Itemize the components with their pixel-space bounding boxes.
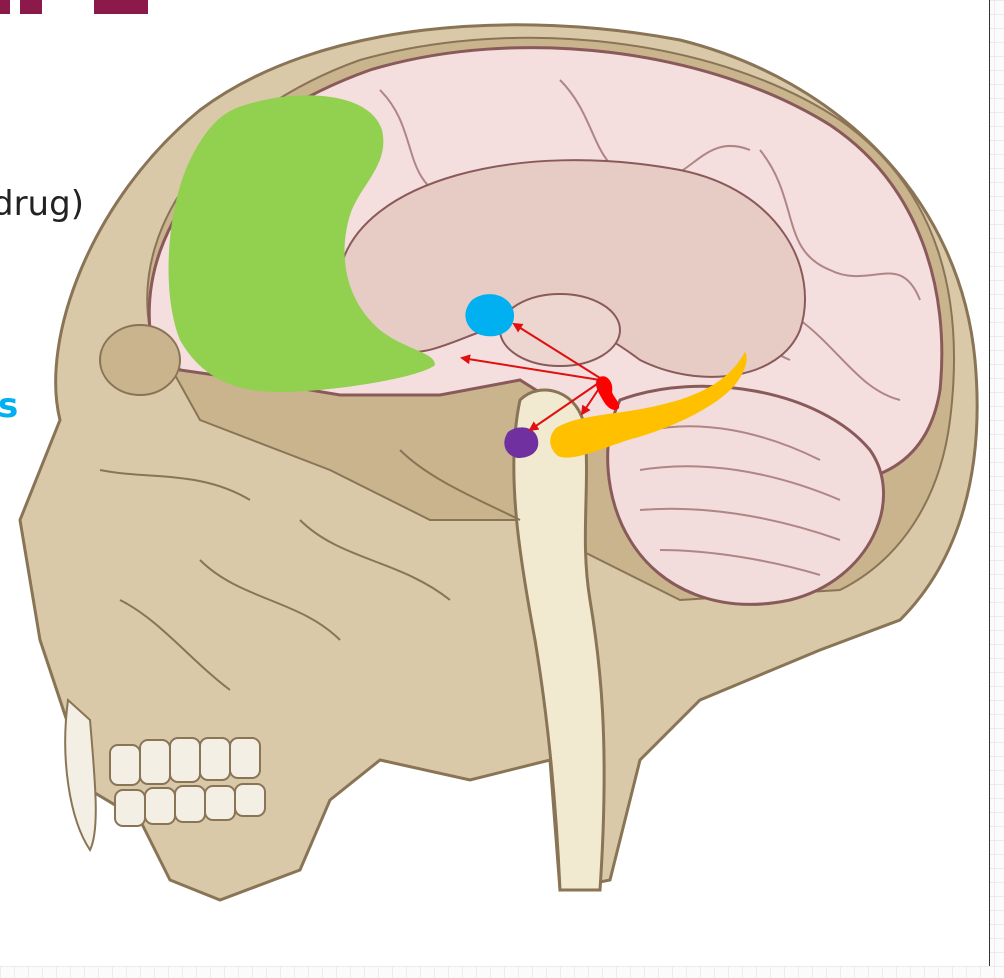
thalamus bbox=[500, 294, 620, 366]
purple-region bbox=[504, 427, 538, 458]
eye-socket bbox=[100, 325, 180, 395]
blue-region bbox=[465, 294, 514, 336]
brain-sagittal-illustration bbox=[0, 0, 990, 966]
